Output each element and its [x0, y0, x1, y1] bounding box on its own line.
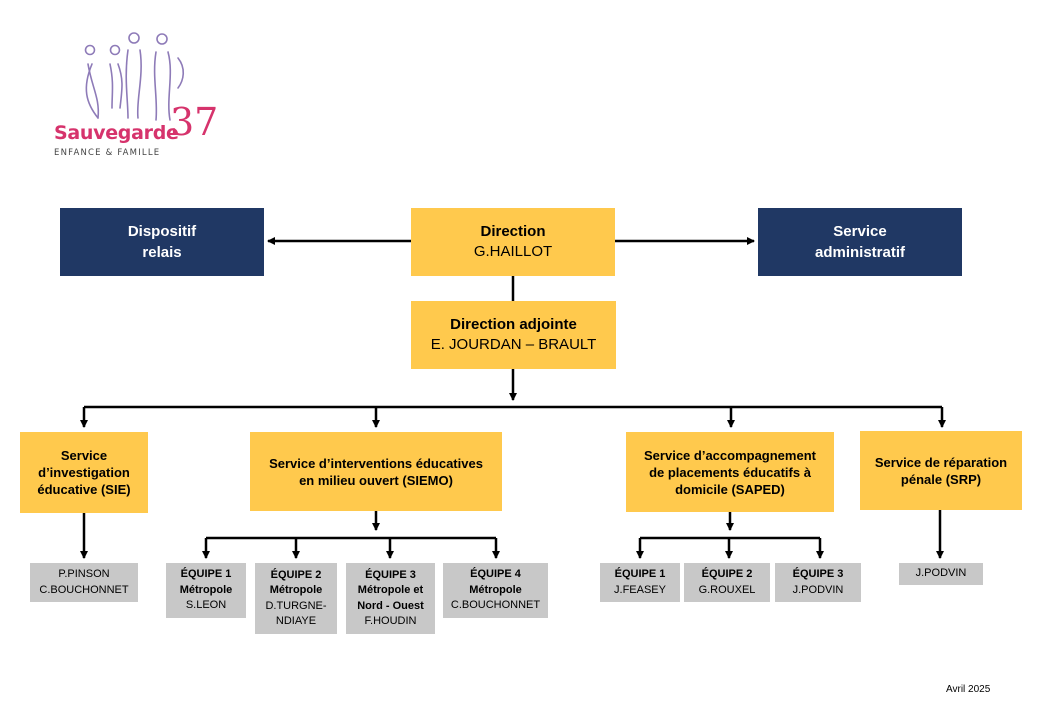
direction-adjointe-box: Direction adjointe E. JOURDAN – BRAULT — [411, 301, 616, 369]
service-sie-box: Service d’investigation éducative (SIE) — [20, 432, 148, 513]
team-title: ÉQUIPE 4 — [470, 568, 521, 581]
siemo-line: en milieu ouvert (SIEMO) — [299, 472, 453, 488]
saped-team-2-box: ÉQUIPE 2 G.ROUXEL — [684, 563, 770, 602]
saped-line: domicile (SAPED) — [675, 481, 785, 497]
service-srp-box: Service de réparation pénale (SRP) — [860, 431, 1022, 510]
saped-line: Service d’accompagnement — [644, 447, 816, 463]
srp-staff-box: J.PODVIN — [899, 563, 983, 585]
dispositif-line2: relais — [142, 244, 182, 261]
team-title: ÉQUIPE 3 — [365, 568, 416, 581]
team-title: ÉQUIPE 1 — [180, 568, 232, 581]
team-title: ÉQUIPE 2 — [270, 568, 322, 581]
srp-line: pénale (SRP) — [900, 471, 982, 487]
direction-box: Direction G.HAILLOT — [411, 208, 615, 276]
team-area: Métropole — [179, 583, 233, 596]
siemo-team-3-box: ÉQUIPE 3 Métropole et Nord - Ouest F.HOU… — [346, 563, 435, 634]
saped-team-1-box: ÉQUIPE 1 J.FEASEY — [600, 563, 680, 602]
saped-team-3-box: ÉQUIPE 3 J.PODVIN — [775, 563, 861, 602]
family-figures-icon — [84, 32, 185, 121]
team-title: ÉQUIPE 2 — [701, 568, 753, 580]
dispositif-relais-box: Dispositif relais — [60, 208, 264, 276]
logo-tagline: ENFANCE & FAMILLE — [54, 148, 161, 158]
adjointe-title: Direction adjointe — [450, 316, 577, 333]
saped-line: de placements éducatifs à — [649, 464, 811, 480]
document-date: Avril 2025 — [946, 684, 991, 695]
team-area: Métropole — [269, 584, 323, 596]
team-member: J.FEASEY — [614, 583, 666, 596]
admin-line2: administratif — [814, 244, 905, 261]
team-member: J.PODVIN — [792, 583, 844, 596]
logo-number: 37 — [170, 100, 219, 144]
sie-staff-box: P.PINSON C.BOUCHONNET — [30, 563, 138, 602]
sie-line: d’investigation — [38, 465, 130, 480]
team-title: ÉQUIPE 1 — [614, 568, 666, 580]
logo-name: Sauvegarde — [54, 122, 179, 144]
team-member: S.LEON — [185, 599, 227, 612]
sie-line: éducative (SIE) — [37, 482, 131, 497]
team-area: Métropole — [469, 583, 522, 596]
team-member: C.BOUCHONNET — [450, 599, 541, 612]
team-member: F.HOUDIN — [364, 615, 417, 627]
direction-title: Direction — [480, 223, 546, 240]
team-area: Nord - Ouest — [357, 599, 424, 612]
team-area: Métropole et — [357, 584, 424, 596]
siemo-team-4-box: ÉQUIPE 4 Métropole C.BOUCHONNET — [443, 563, 548, 618]
siemo-line: Service d’interventions éducatives — [269, 455, 483, 471]
staff-name: P.PINSON — [58, 568, 110, 580]
siemo-team-2-box: ÉQUIPE 2 Métropole D.TURGNE- NDIAYE — [255, 563, 337, 634]
sie-line: Service — [60, 448, 108, 463]
team-member: D.TURGNE- — [265, 599, 327, 612]
sauvegarde-logo: Sauvegarde 37 ENFANCE & FAMILLE — [52, 28, 242, 163]
siemo-team-1-box: ÉQUIPE 1 Métropole S.LEON — [166, 563, 246, 618]
service-administratif-box: Service administratif — [758, 208, 962, 276]
admin-line1: Service — [833, 223, 887, 240]
service-saped-box: Service d’accompagnement de placements é… — [626, 432, 834, 512]
adjointe-name: E. JOURDAN – BRAULT — [430, 336, 597, 353]
dispositif-line1: Dispositif — [127, 223, 197, 240]
staff-name: C.BOUCHONNET — [39, 583, 129, 596]
srp-line: Service de réparation — [874, 454, 1008, 470]
staff-name: J.PODVIN — [915, 567, 967, 580]
team-member: NDIAYE — [275, 615, 317, 627]
team-member: G.ROUXEL — [698, 583, 756, 596]
service-siemo-box: Service d’interventions éducatives en mi… — [250, 432, 502, 511]
team-title: ÉQUIPE 3 — [792, 568, 844, 580]
direction-name: G.HAILLOT — [473, 243, 553, 260]
